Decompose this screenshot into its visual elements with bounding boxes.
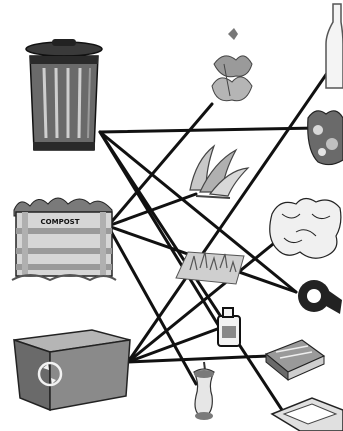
compost-bin-icon[interactable]: COMPOST xyxy=(12,198,116,280)
trash-can-icon[interactable] xyxy=(26,39,102,150)
banana-peel-icon[interactable] xyxy=(190,146,248,198)
cardboard-box-icon[interactable] xyxy=(272,398,343,431)
connection-line-recycling-bin-to-milk-jug xyxy=(128,328,220,362)
milk-jug-icon[interactable] xyxy=(218,308,240,346)
grass-clippings-icon[interactable] xyxy=(176,252,244,284)
food-scraps-icon[interactable] xyxy=(308,111,343,165)
recycling-bin-icon[interactable] xyxy=(14,330,130,410)
apple-core-icon[interactable] xyxy=(194,362,214,420)
glass-bottle-icon[interactable] xyxy=(326,4,343,88)
newspapers-icon[interactable] xyxy=(266,340,324,380)
compost-label: COMPOST xyxy=(41,218,80,226)
tape-roll-icon[interactable] xyxy=(298,280,342,314)
crumpled-paper-icon[interactable] xyxy=(270,198,341,258)
leaves-icon[interactable] xyxy=(212,28,252,101)
